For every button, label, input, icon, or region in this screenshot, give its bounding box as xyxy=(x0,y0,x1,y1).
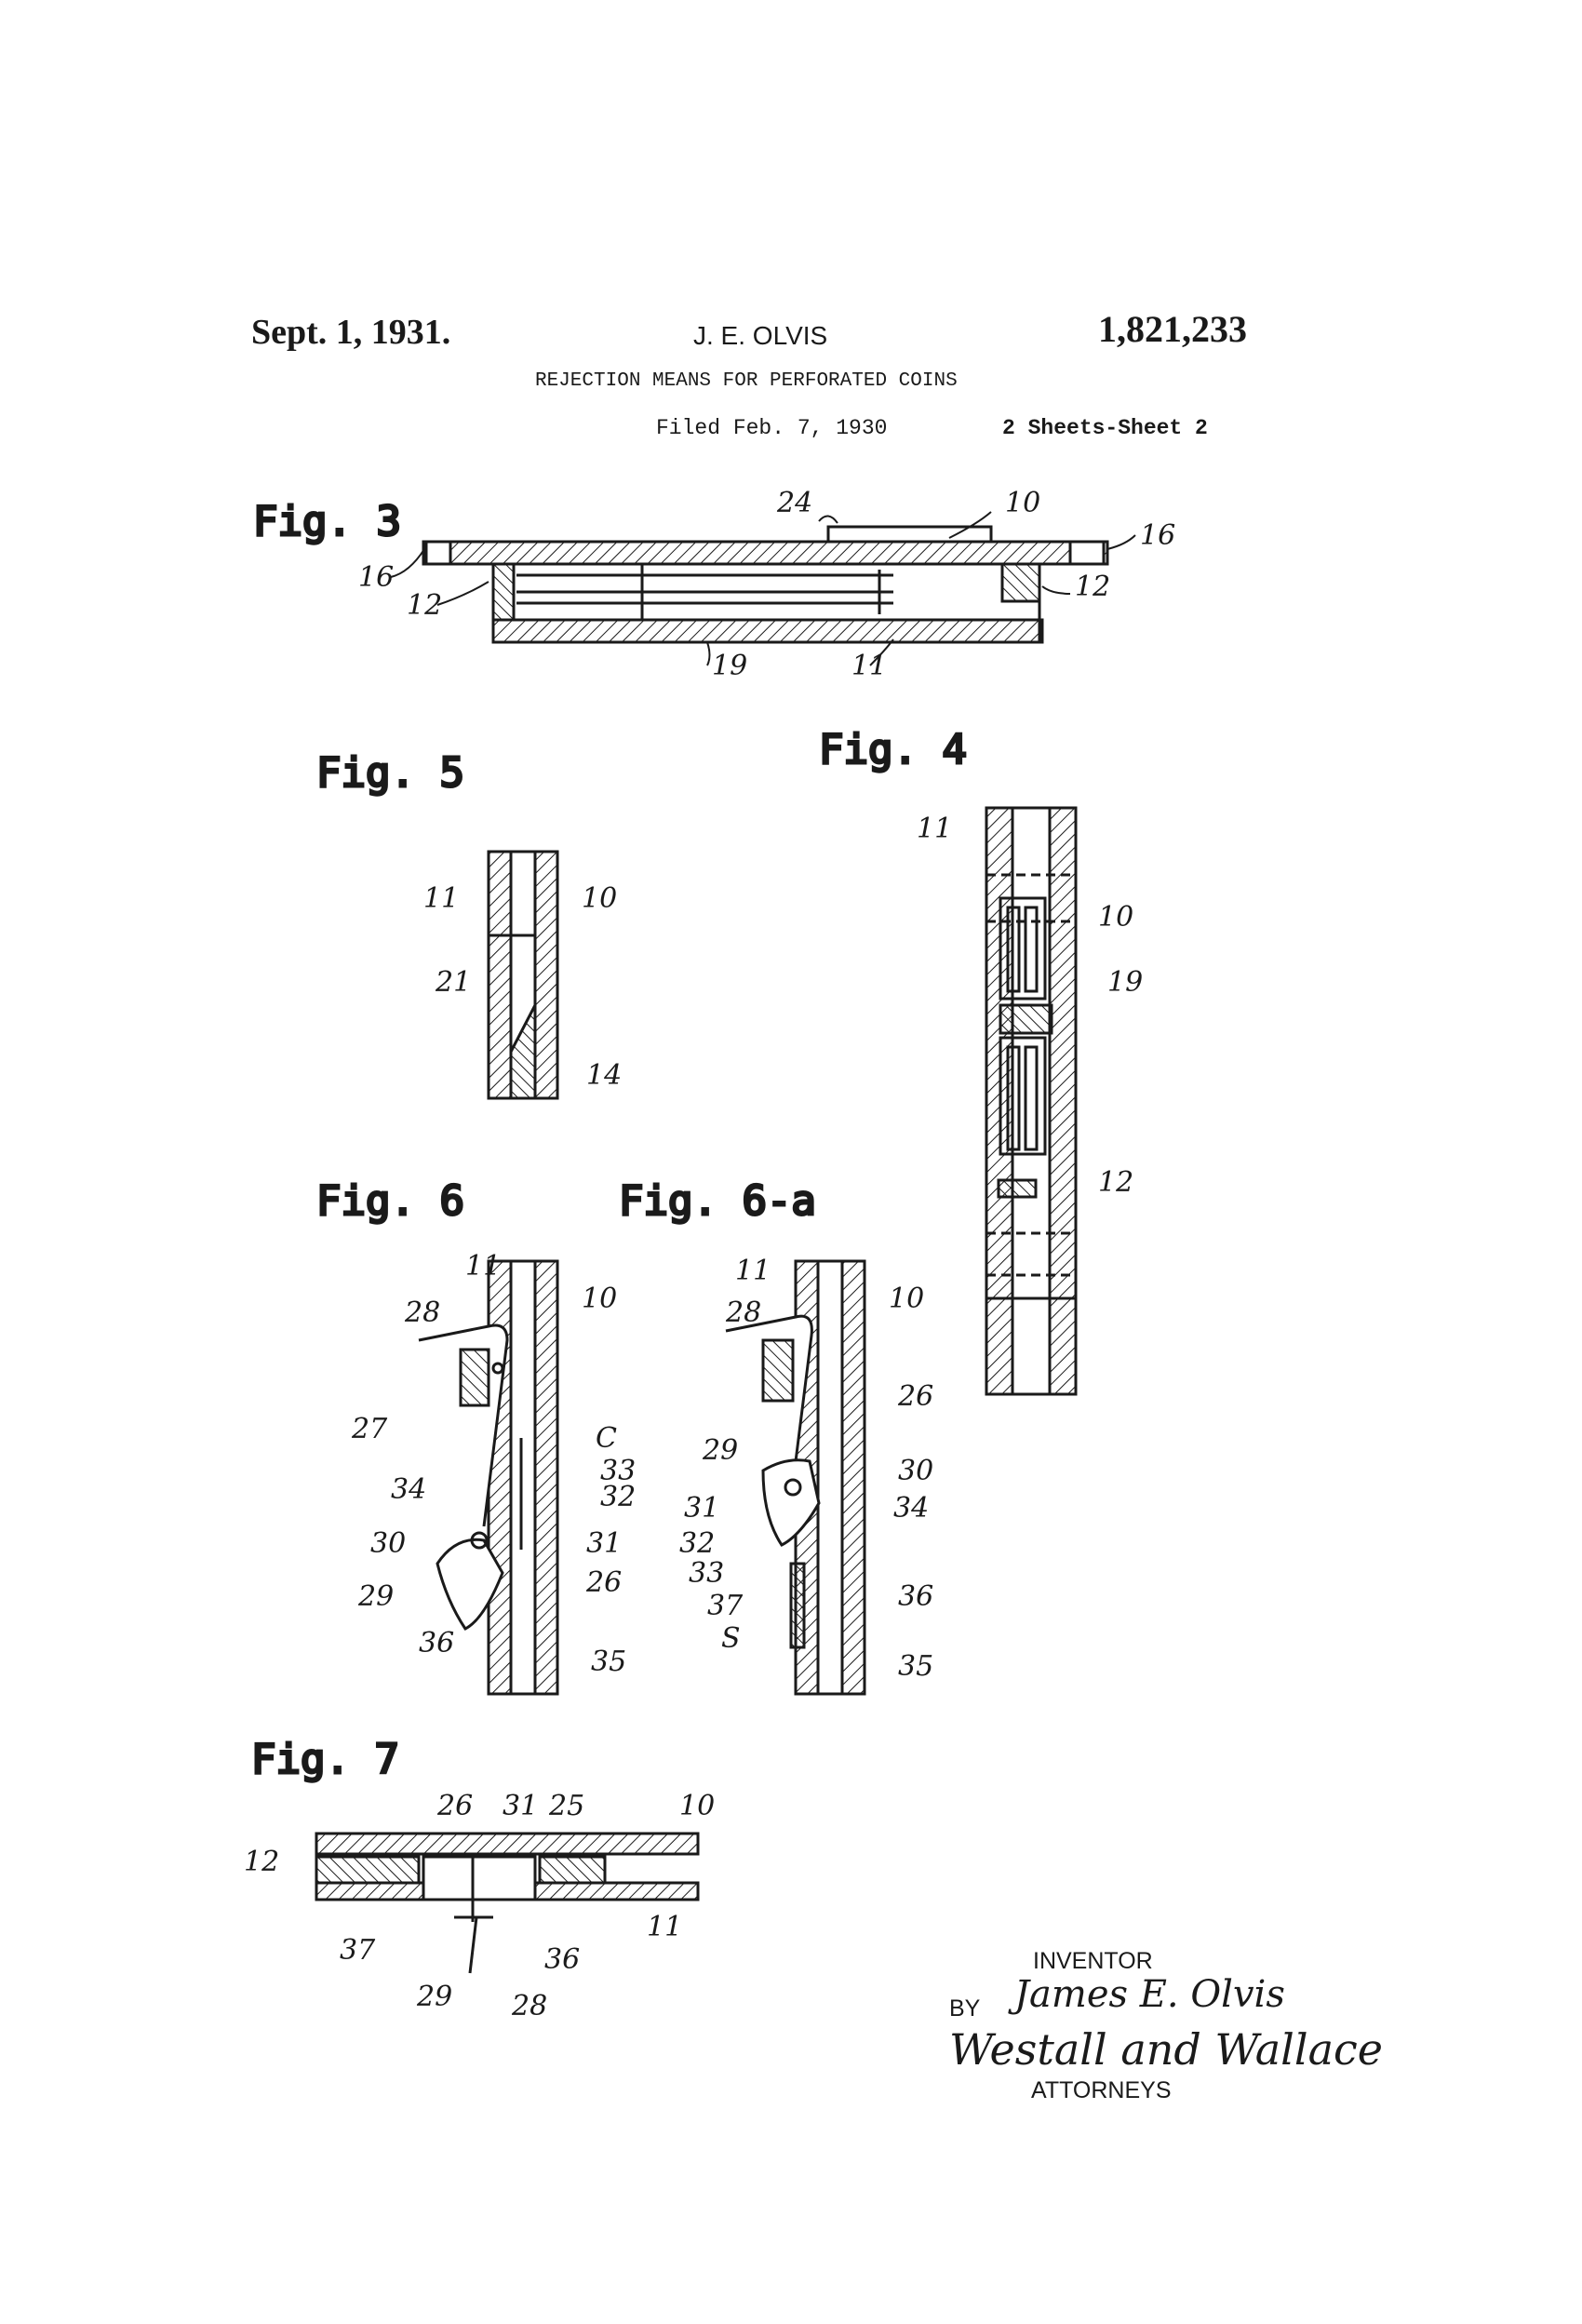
ref-fig7-10: 10 xyxy=(679,1790,715,1822)
inventor-name: J. E. OLVIS xyxy=(693,321,828,350)
attorneys-label: ATTORNEYS xyxy=(1031,2077,1172,2103)
fig-5: Fig. 5 xyxy=(315,748,559,1100)
ref-fig6-10: 10 xyxy=(582,1283,617,1315)
ref-fig6a-10: 10 xyxy=(889,1283,924,1315)
fig-7-title: Fig. 7 xyxy=(251,1736,399,1783)
attorney-signature: Westall and Wallace xyxy=(949,2024,1383,2075)
ref-fig6a-S: S xyxy=(721,1622,741,1655)
ref-fig7-29: 29 xyxy=(416,1981,452,2013)
ref-fig3-12b: 12 xyxy=(1075,571,1110,603)
ref-fig6-29: 29 xyxy=(357,1580,394,1613)
sheet-count: 2 Sheets-Sheet 2 xyxy=(1002,416,1208,440)
ref-fig6a-29: 29 xyxy=(702,1434,738,1467)
ref-fig7-28: 28 xyxy=(511,1990,547,2022)
ref-fig6a-26: 26 xyxy=(897,1380,933,1413)
ref-fig5-10: 10 xyxy=(582,882,617,915)
fig-6-title: Fig. 6 xyxy=(316,1177,464,1225)
inventor-label: INVENTOR xyxy=(1033,1948,1153,1974)
ref-fig7-31: 31 xyxy=(503,1790,538,1822)
ref-fig6a-32: 32 xyxy=(679,1527,715,1560)
fig-7: Fig. 7 xyxy=(250,1735,700,1974)
ref-fig3-10: 10 xyxy=(1005,487,1040,519)
patent-date: Sept. 1, 1931. xyxy=(251,313,451,352)
ref-fig6a-34: 34 xyxy=(893,1492,929,1525)
ref-fig6-32: 32 xyxy=(600,1481,636,1513)
by-label: BY xyxy=(949,1995,981,2022)
ref-fig6-31: 31 xyxy=(586,1527,622,1560)
fig-5-title: Fig. 5 xyxy=(316,749,464,797)
ref-fig6-33: 33 xyxy=(600,1455,636,1487)
ref-fig3-16b: 16 xyxy=(1140,519,1175,552)
ref-fig3-16a: 16 xyxy=(358,561,394,594)
ref-fig6a-36: 36 xyxy=(898,1580,933,1613)
patent-number: 1,821,233 xyxy=(1098,308,1247,350)
ref-fig6-11: 11 xyxy=(465,1250,501,1283)
ref-fig4-11: 11 xyxy=(917,813,952,845)
patent-title: REJECTION MEANS FOR PERFORATED COINS xyxy=(535,370,958,392)
ref-fig6a-11: 11 xyxy=(735,1255,771,1287)
ref-fig4-19: 19 xyxy=(1107,966,1143,999)
ref-fig6a-30: 30 xyxy=(898,1455,933,1487)
ref-fig6-27: 27 xyxy=(351,1413,388,1445)
ref-fig6a-28: 28 xyxy=(725,1296,761,1329)
ref-fig5-21: 21 xyxy=(435,966,471,999)
ref-fig4-10: 10 xyxy=(1098,901,1133,934)
ref-fig6-36: 36 xyxy=(419,1627,454,1659)
ref-fig6a-37: 37 xyxy=(707,1590,744,1622)
ref-fig6-35: 35 xyxy=(591,1646,626,1678)
ref-fig6a-31: 31 xyxy=(684,1492,719,1525)
ref-fig3-24: 24 xyxy=(776,487,812,519)
ref-fig7-25: 25 xyxy=(548,1790,584,1822)
ref-fig7-37: 37 xyxy=(340,1934,376,1967)
fig-6a: Fig. 6-a xyxy=(618,1176,866,1696)
ref-fig7-11: 11 xyxy=(647,1911,682,1943)
ref-fig6a-35: 35 xyxy=(898,1650,933,1683)
ref-fig7-36: 36 xyxy=(544,1943,580,1976)
ref-fig6-30: 30 xyxy=(370,1527,406,1560)
fig-3-title: Fig. 3 xyxy=(253,498,401,545)
fig-4-title: Fig. 4 xyxy=(819,726,967,773)
fig-3-refs xyxy=(390,511,1136,666)
ref-fig6-34: 34 xyxy=(391,1473,426,1506)
ref-fig6-28: 28 xyxy=(404,1296,440,1329)
fig-6a-title: Fig. 6-a xyxy=(619,1177,816,1225)
ref-fig3-11: 11 xyxy=(851,650,887,682)
ref-fig5-14: 14 xyxy=(586,1059,622,1092)
plate-10-section xyxy=(422,540,1109,566)
ref-fig4-12: 12 xyxy=(1098,1166,1133,1199)
ref-fig5-11: 11 xyxy=(423,882,459,915)
reference-numerals: 24 10 16 16 12 12 19 11 11 10 19 12 11 1… xyxy=(244,487,1175,2022)
ref-fig7-12: 12 xyxy=(244,1846,279,1878)
ref-fig3-19: 19 xyxy=(712,650,747,682)
ref-fig3-12a: 12 xyxy=(407,589,442,622)
ref-fig6-C: C xyxy=(596,1422,617,1455)
ref-fig6a-33: 33 xyxy=(689,1557,724,1590)
fig-4: Fig. 4 xyxy=(818,725,1078,1396)
filed-date: Filed Feb. 7, 1930 xyxy=(656,416,888,440)
ref-fig7-26: 26 xyxy=(436,1790,473,1822)
ref-fig6-26: 26 xyxy=(585,1566,622,1599)
fig-6: Fig. 6 xyxy=(315,1176,559,1696)
inventor-signature: James E. Olvis xyxy=(1014,1973,1285,2016)
